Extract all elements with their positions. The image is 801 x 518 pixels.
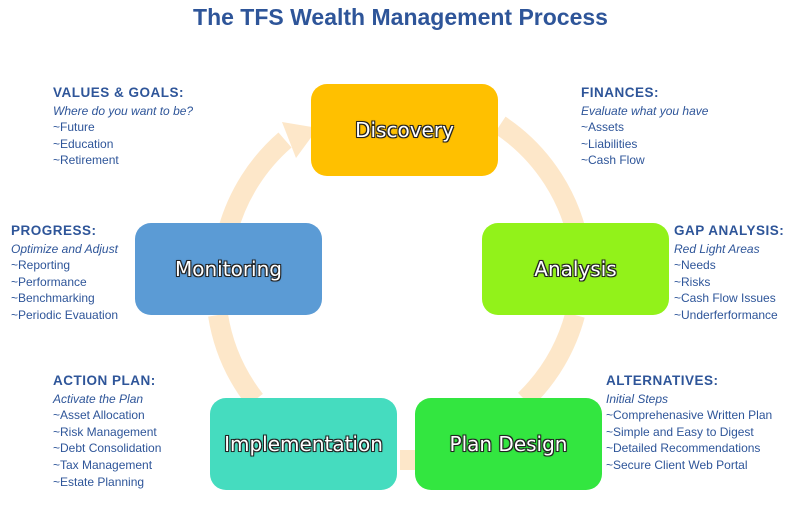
- note-heading: ALTERNATIVES:: [606, 373, 719, 388]
- note-finances: FINANCES: Evaluate what you have ~Assets…: [581, 85, 708, 169]
- stage-analysis-label: Analysis: [534, 257, 617, 281]
- note-action-plan: ACTION PLAN: Activate the Plan ~Asset Al…: [53, 373, 161, 490]
- ring-arc-monitoring-discovery: [218, 132, 292, 233]
- note-subtitle: Initial Steps: [606, 391, 669, 406]
- note-item: ~Simple and Easy to Digest: [606, 424, 754, 439]
- note-alternatives: ALTERNATIVES: Initial Steps ~Comprehenas…: [606, 373, 772, 474]
- note-item: ~Performance: [11, 274, 87, 289]
- note-heading: ACTION PLAN:: [53, 373, 156, 388]
- note-subtitle: Activate the Plan: [53, 391, 144, 406]
- note-item: ~Risk Management: [53, 424, 157, 439]
- note-values-goals: VALUES & GOALS: Where do you want to be?…: [53, 85, 193, 169]
- note-item: ~Debt Consolidation: [53, 441, 162, 456]
- note-subtitle: Red Light Areas: [674, 241, 760, 256]
- ring-arc-analysis-plan: [517, 312, 585, 408]
- note-item: ~Risks: [674, 274, 711, 289]
- note-item: ~Comprehenasive Written Plan: [606, 408, 773, 423]
- stage-implementation-label: Implementation: [224, 432, 383, 456]
- note-item: ~Liabilities: [581, 136, 638, 151]
- note-subtitle: Optimize and Adjust: [11, 241, 118, 256]
- ring-arrowhead-icon: [282, 122, 318, 158]
- note-item: ~Secure Client Web Portal: [606, 457, 748, 472]
- stage-analysis: Analysis: [482, 223, 669, 315]
- stage-monitoring-label: Monitoring: [175, 257, 282, 281]
- note-item: ~Cash Flow Issues: [674, 291, 776, 306]
- note-item: ~Retirement: [53, 153, 119, 168]
- note-subtitle: Where do you want to be?: [53, 103, 194, 118]
- note-heading: VALUES & GOALS:: [53, 85, 185, 100]
- page-title: The TFS Wealth Management Process: [193, 4, 608, 30]
- note-item: ~Tax Management: [53, 457, 153, 472]
- note-progress: PROGRESS: Optimize and Adjust ~Reporting…: [11, 223, 118, 324]
- stage-plan-design-label: Plan Design: [449, 432, 568, 456]
- note-item: ~Assets: [581, 120, 625, 135]
- note-heading: FINANCES:: [581, 85, 659, 100]
- note-item: ~Benchmarking: [11, 291, 95, 306]
- stage-implementation: Implementation: [210, 398, 397, 490]
- stage-monitoring: Monitoring: [135, 223, 322, 315]
- stage-discovery-label: Discovery: [355, 118, 454, 142]
- note-item: ~Asset Allocation: [53, 408, 145, 423]
- note-item: ~Needs: [674, 258, 716, 273]
- note-item: ~Cash Flow: [581, 153, 645, 168]
- note-item: ~Future: [53, 120, 95, 135]
- note-gap-analysis: GAP ANALYSIS: Red Light Areas ~Needs ~Ri…: [674, 223, 784, 324]
- note-heading: PROGRESS:: [11, 223, 97, 238]
- stage-plan-design: Plan Design: [415, 398, 602, 490]
- note-item: ~Estate Planning: [53, 474, 145, 489]
- note-item: ~Detailed Recommendations: [606, 441, 761, 456]
- note-item: ~Underferformance: [674, 307, 778, 322]
- note-heading: GAP ANALYSIS:: [674, 223, 785, 238]
- note-item: ~Reporting: [11, 258, 71, 273]
- note-item: ~Education: [53, 136, 114, 151]
- stage-discovery: Discovery: [311, 84, 498, 176]
- ring-arc-implementation-monitoring: [208, 313, 263, 407]
- note-subtitle: Evaluate what you have: [581, 103, 709, 118]
- note-item: ~Periodic Evauation: [11, 307, 119, 322]
